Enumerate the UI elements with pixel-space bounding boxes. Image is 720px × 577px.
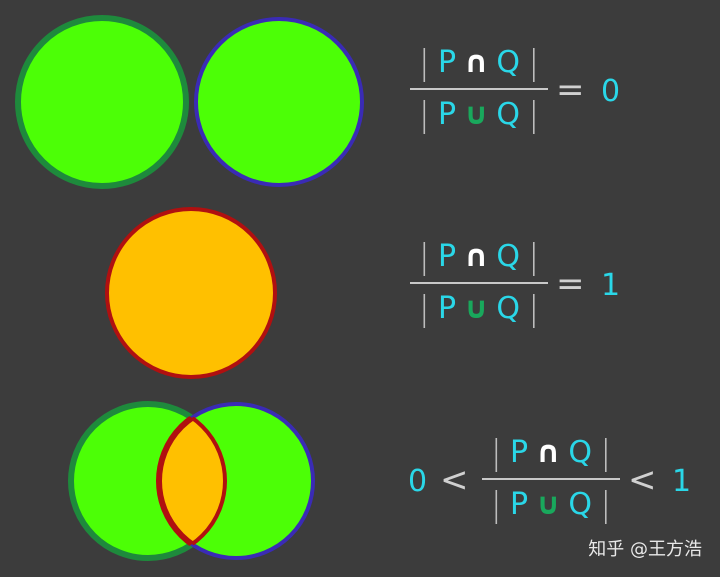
fraction-line	[410, 282, 548, 284]
abs-bar: |	[418, 43, 430, 83]
union-symbol: ∪	[464, 291, 489, 326]
union-symbol: ∪	[536, 487, 561, 522]
set-p-label: P	[437, 291, 457, 326]
set-q-label: Q	[568, 487, 593, 522]
lower-bound-value: 0	[408, 464, 428, 499]
fraction-line	[482, 478, 620, 480]
abs-bar: |	[528, 95, 540, 135]
set-p-label: P	[437, 97, 457, 132]
set-q-label: Q	[496, 239, 521, 274]
watermark: 知乎 @王方浩	[588, 539, 702, 560]
fraction-line	[410, 88, 548, 90]
jaccard-fraction-3: | P ∩ Q | | P ∪ Q |	[482, 434, 620, 524]
abs-bar: |	[600, 485, 612, 525]
result-value: 0	[601, 74, 621, 109]
numerator: | P ∩ Q |	[490, 434, 611, 472]
set-p-label: P	[437, 45, 457, 80]
jaccard-fraction-2: | P ∩ Q | | P ∪ Q |	[410, 238, 548, 328]
intersection-region	[156, 404, 225, 558]
set-p-disjoint	[15, 15, 189, 189]
equals-sign: =	[556, 264, 585, 304]
equals-sign: =	[556, 70, 585, 110]
intersection-edge	[159, 404, 227, 558]
set-p-label: P	[437, 239, 457, 274]
set-p-label: P	[509, 435, 529, 470]
less-than-sign: <	[440, 460, 469, 500]
abs-bar: |	[490, 433, 502, 473]
abs-bar: |	[418, 237, 430, 277]
intersection-symbol: ∩	[464, 45, 489, 80]
abs-bar: |	[418, 289, 430, 329]
abs-bar: |	[418, 95, 430, 135]
result-value: 1	[601, 268, 621, 303]
less-than-sign: <	[628, 460, 657, 500]
set-q-label: Q	[496, 97, 521, 132]
intersection-symbol: ∩	[464, 239, 489, 274]
denominator: | P ∪ Q |	[418, 290, 539, 328]
denominator: | P ∪ Q |	[490, 486, 611, 524]
set-p-label: P	[509, 487, 529, 522]
intersection-symbol: ∩	[536, 435, 561, 470]
denominator: | P ∪ Q |	[418, 96, 539, 134]
upper-bound-value: 1	[672, 464, 692, 499]
abs-bar: |	[528, 237, 540, 277]
abs-bar: |	[528, 43, 540, 83]
numerator: | P ∩ Q |	[418, 44, 539, 82]
jaccard-fraction-1: | P ∩ Q | | P ∪ Q |	[410, 44, 548, 134]
set-q-label: Q	[496, 45, 521, 80]
numerator: | P ∩ Q |	[418, 238, 539, 276]
abs-bar: |	[600, 433, 612, 473]
set-q-label: Q	[568, 435, 593, 470]
set-q-disjoint	[194, 17, 364, 187]
abs-bar: |	[490, 485, 502, 525]
set-q-label: Q	[496, 291, 521, 326]
union-symbol: ∪	[464, 97, 489, 132]
set-pq-identical	[105, 207, 277, 379]
abs-bar: |	[528, 289, 540, 329]
